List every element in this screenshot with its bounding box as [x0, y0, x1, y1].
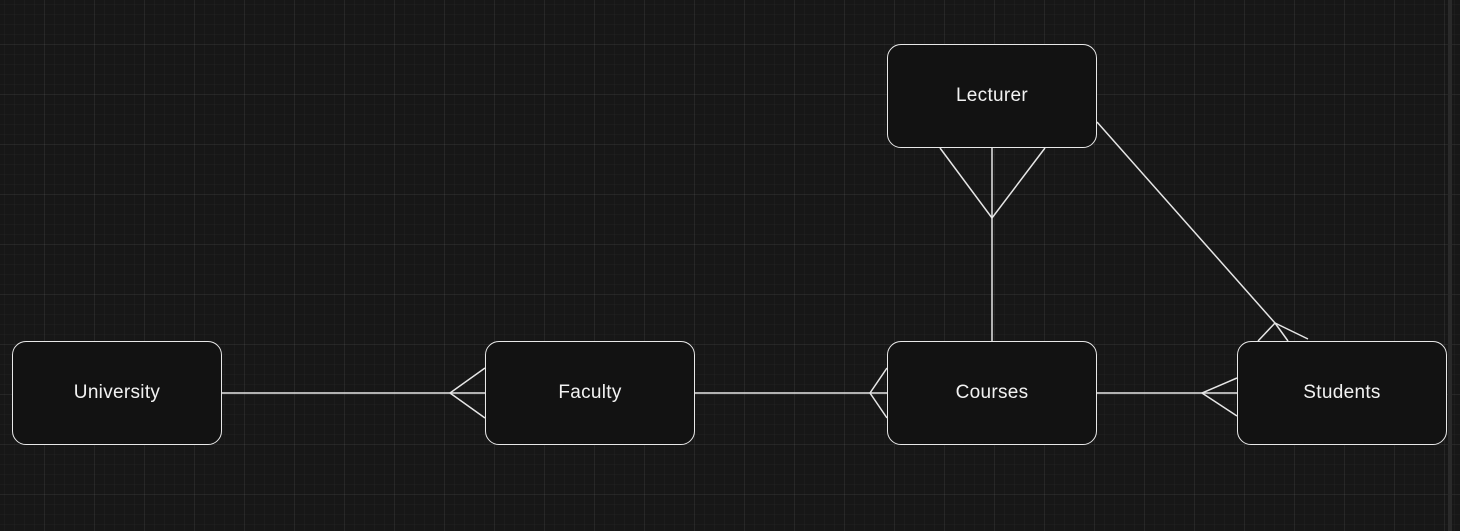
edge-courses-lecturer[interactable] [939, 147, 1046, 341]
edge-courses-students[interactable] [1097, 377, 1238, 417]
edge-lecturer-students[interactable] [1096, 121, 1309, 342]
entity-faculty[interactable]: Faculty [485, 341, 695, 445]
entity-label: Faculty [558, 382, 622, 403]
crowfoot-many-icon [448, 367, 486, 419]
crowfoot-many-icon [939, 147, 1046, 220]
entity-university[interactable]: University [12, 341, 222, 445]
entity-label: Students [1303, 382, 1381, 403]
entity-courses[interactable]: Courses [887, 341, 1097, 445]
entity-lecturer[interactable]: Lecturer [887, 44, 1097, 148]
entity-label: Lecturer [955, 85, 1029, 106]
edge-university-faculty[interactable] [222, 367, 486, 419]
crowfoot-many-icon [1257, 322, 1309, 342]
crowfoot-many-icon [1200, 377, 1238, 417]
entity-students[interactable]: Students [1237, 341, 1447, 445]
edge-faculty-courses[interactable] [695, 367, 888, 419]
crowfoot-many-icon [869, 367, 888, 419]
entity-label: Courses [955, 382, 1029, 403]
canvas-edge-scrollbar[interactable] [1448, 0, 1452, 531]
entity-label: University [73, 382, 161, 403]
